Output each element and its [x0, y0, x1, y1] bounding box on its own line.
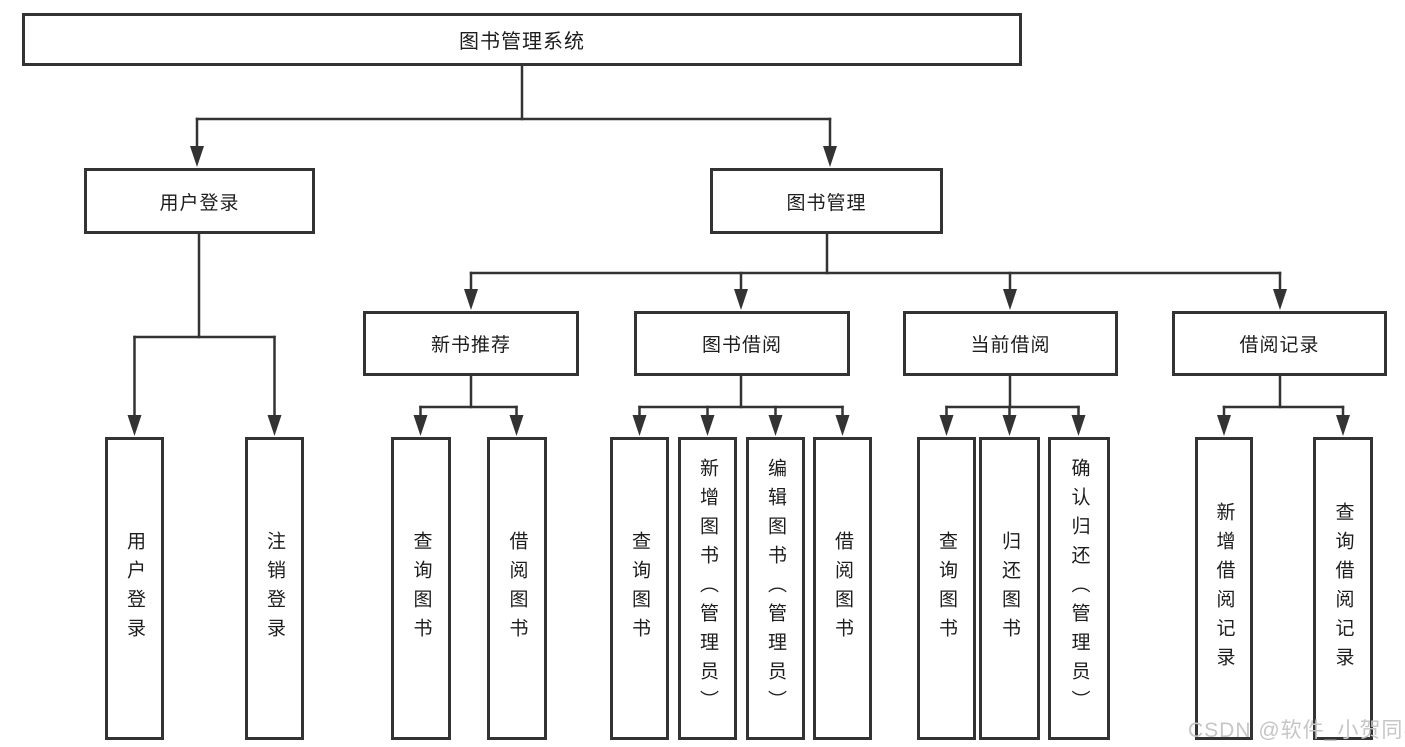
node-label: 图书管理 [786, 192, 867, 214]
node-label: 借阅图书 [506, 530, 528, 647]
leaf-user-login: 用户登录 [105, 437, 164, 740]
node-label: 新增借阅记录 [1213, 501, 1235, 676]
node-current-borrowing: 当前借阅 [903, 311, 1118, 376]
leaf-newbook-borrow-book: 借阅图书 [487, 437, 547, 740]
node-label: 查询图书 [410, 530, 432, 647]
node-label: 图书借阅 [701, 335, 782, 356]
node-label: 借阅记录 [1239, 335, 1320, 356]
node-label: 新书推荐 [430, 335, 511, 356]
node-label: 新增图书（管理员） [697, 458, 718, 719]
node-label: 编辑图书（管理员） [765, 458, 786, 719]
leaf-current-return-book: 归还图书 [979, 437, 1040, 740]
leaf-current-query-book: 查询图书 [917, 437, 976, 740]
node-label: 注销登录 [264, 530, 285, 647]
node-label: 查询图书 [936, 530, 957, 647]
leaf-borrow-borrow-book: 借阅图书 [813, 437, 872, 740]
node-label: 查询图书 [629, 530, 650, 647]
node-label: 用户登录 [159, 192, 240, 214]
node-label: 查询借阅记录 [1332, 501, 1354, 676]
node-book-management: 图书管理 [710, 168, 943, 234]
leaf-borrow-edit-book-admin: 编辑图书（管理员） [746, 437, 805, 740]
leaf-record-query-borrow-record: 查询借阅记录 [1313, 437, 1373, 740]
leaf-newbook-query-book: 查询图书 [391, 437, 451, 740]
node-label: 图书管理系统 [459, 31, 585, 53]
node-book-borrowing: 图书借阅 [634, 311, 850, 376]
node-label: 归还图书 [999, 530, 1020, 647]
arrowhead-icons [127, 146, 1350, 436]
node-label: 借阅图书 [832, 530, 853, 647]
node-label: 用户登录 [124, 530, 145, 647]
node-label: 当前借阅 [970, 335, 1051, 356]
leaf-borrow-add-book-admin: 新增图书（管理员） [678, 437, 737, 740]
node-label: 确认归还（管理员） [1068, 458, 1090, 719]
leaf-borrow-query-book: 查询图书 [610, 437, 669, 740]
csdn-watermark: CSDN @软件_小贺同学 [1188, 719, 1405, 742]
node-new-book-recommend: 新书推荐 [363, 311, 579, 376]
leaf-record-add-borrow-record: 新增借阅记录 [1195, 437, 1253, 740]
node-user-login: 用户登录 [84, 168, 315, 234]
leaf-current-confirm-return-admin: 确认归还（管理员） [1048, 437, 1110, 740]
leaf-logout: 注销登录 [245, 437, 304, 740]
node-library-management-system: 图书管理系统 [22, 13, 1022, 66]
node-borrowing-records: 借阅记录 [1172, 311, 1387, 376]
